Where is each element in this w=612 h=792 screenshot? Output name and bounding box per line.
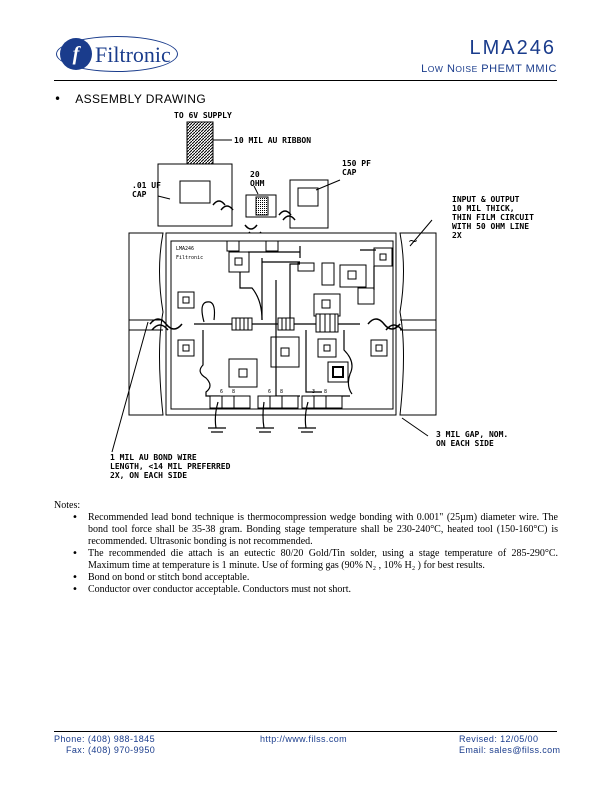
label-io-5: 2X bbox=[452, 231, 462, 240]
output-circuit bbox=[399, 232, 437, 416]
label-cap01-1: .01 UF bbox=[132, 181, 161, 190]
footer-divider bbox=[54, 731, 557, 732]
footer-url[interactable]: http://www.filss.com bbox=[260, 734, 348, 744]
label-cap150-1: 150 PF bbox=[342, 159, 371, 168]
label-io-4: WITH 50 OHM LINE bbox=[452, 222, 530, 231]
notes-title: Notes: bbox=[54, 500, 81, 511]
input-circuit bbox=[128, 232, 164, 416]
note-item: Recommended lead bond technique is therm… bbox=[72, 512, 558, 548]
footer-phone: Phone: (408) 988-1845 bbox=[54, 734, 155, 744]
svg-text:6: 6 bbox=[268, 389, 271, 395]
svg-text:8: 8 bbox=[280, 389, 283, 395]
label-bond-1: 1 MIL AU BOND WIRE bbox=[110, 453, 197, 462]
notes-list: Recommended lead bond technique is therm… bbox=[54, 512, 558, 596]
assembly-drawing: LMA246 Filtronic bbox=[111, 121, 437, 453]
part-number: LMA246 bbox=[469, 37, 556, 59]
label-io-1: INPUT & OUTPUT bbox=[452, 195, 520, 204]
svg-text:6: 6 bbox=[220, 389, 223, 395]
product-subtitle: LOW NOISE PHEMT MMIC bbox=[421, 63, 557, 75]
note-item: Conductor over conductor acceptable. Con… bbox=[72, 584, 558, 596]
label-ohm-unit: OHM bbox=[250, 179, 265, 188]
footer-email[interactable]: Email: sales@filss.com bbox=[459, 745, 561, 755]
svg-text:3: 3 bbox=[312, 389, 315, 395]
footer-revised: Revised: 12/05/00 bbox=[459, 734, 539, 744]
label-ribbon: 10 MIL AU RIBBON bbox=[234, 136, 312, 145]
section-bullet: • bbox=[54, 92, 62, 106]
label-gap-2: ON EACH SIDE bbox=[436, 439, 494, 448]
label-bond-3: 2X, ON EACH SIDE bbox=[110, 471, 188, 480]
logo-text: Filtronic bbox=[95, 42, 171, 67]
footer-fax: Fax: (408) 970-9950 bbox=[66, 745, 156, 755]
note-item: The recommended die attach is an eutecti… bbox=[72, 548, 558, 572]
note-item: Bond on bond or stitch bond acceptable. bbox=[72, 572, 558, 584]
die-logo-label: Filtronic bbox=[176, 255, 203, 261]
header-divider bbox=[54, 80, 557, 81]
label-cap150-2: CAP bbox=[342, 168, 357, 177]
label-ohm-value: 20 bbox=[250, 170, 260, 179]
label-bond-2: LENGTH, <14 MIL PREFERRED bbox=[110, 462, 231, 471]
label-io-3: THIN FILM CIRCUIT bbox=[452, 213, 534, 222]
svg-text:8: 8 bbox=[232, 389, 235, 395]
label-cap01-2: CAP bbox=[132, 190, 147, 199]
section-heading: • ASSEMBLY DRAWING bbox=[54, 92, 206, 106]
wave-symbol: ~ bbox=[408, 234, 418, 248]
label-supply: TO 6V SUPPLY bbox=[174, 111, 232, 120]
logo-frame bbox=[56, 36, 178, 72]
filtronic-logo-icon: f bbox=[60, 38, 92, 70]
label-io-2: 10 MIL THICK, bbox=[452, 204, 515, 213]
label-gap-1: 3 MIL GAP, NOM. bbox=[436, 430, 509, 439]
section-title: ASSEMBLY DRAWING bbox=[75, 92, 207, 106]
die-label: LMA246 bbox=[176, 246, 194, 252]
svg-text:8: 8 bbox=[324, 389, 327, 395]
